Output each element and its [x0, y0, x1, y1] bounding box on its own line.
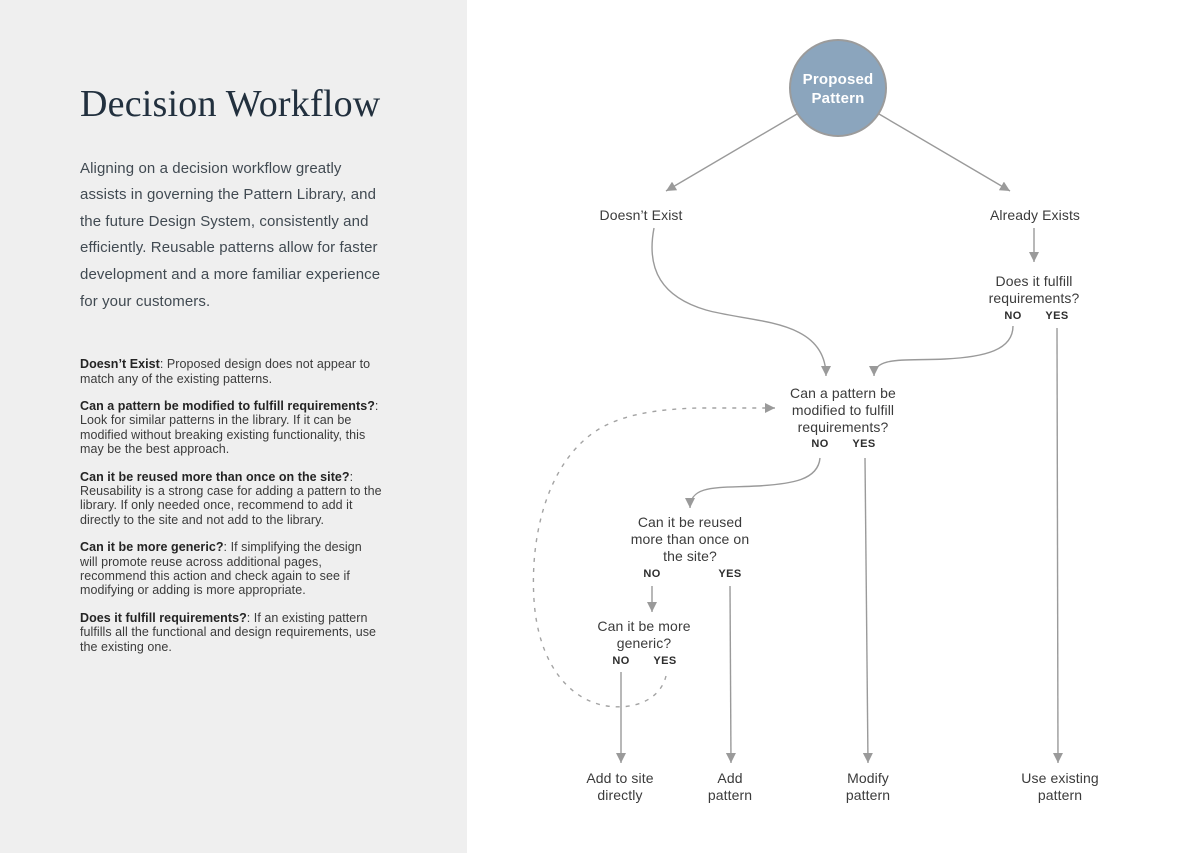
definition-term: Can it be reused more than once on the s…	[80, 469, 350, 484]
edge-root-to-doesnt-exist	[665, 113, 798, 192]
definition-can-be-modified: Can a pattern be modified to fulfill req…	[80, 399, 382, 457]
outcome-use-existing: Use existing pattern	[1021, 770, 1099, 803]
decision-modified-question: Can a pattern be modified to fulfill req…	[790, 385, 896, 435]
already-exists-label: Already Exists	[989, 207, 1081, 223]
edge-root-to-already-exists	[878, 113, 1011, 192]
definition-description: : If simplifying the design will promote…	[80, 540, 362, 598]
edge-fulfill-no-to-modified	[869, 325, 1014, 377]
definition-description: : Proposed design does not appear to mat…	[80, 357, 371, 386]
outcome-add-to-site: Add to site directly	[586, 770, 654, 803]
decision-modified-no: NO	[811, 438, 829, 450]
definition-fulfill-requirements: Does it fulfill requirements?: If an exi…	[80, 611, 382, 654]
definition-can-be-reused: Can it be reused more than once on the s…	[80, 470, 382, 528]
intro-paragraph: Aligning on a decision workflow greatly …	[80, 159, 381, 310]
doesnt-exist-label: Doesn’t Exist	[599, 207, 683, 223]
page-title: Decision Workflow	[80, 83, 381, 125]
definition-doesnt-exist: Doesn’t Exist: Proposed design does not …	[80, 357, 382, 386]
edge-fulfill-yes-to-use-existing	[1052, 327, 1063, 764]
decision-reused-yes: YES	[718, 568, 742, 580]
decision-fulfill-no: NO	[1004, 310, 1022, 322]
decision-generic-yes: YES	[653, 655, 677, 667]
outcome-modify-pattern: Modify pattern	[845, 770, 891, 803]
decision-fulfill-question: Does it fulfill requirements?	[988, 273, 1080, 306]
definitions-list: Doesn’t Exist: Proposed design does not …	[80, 357, 382, 654]
decision-generic-question: Can it be more generic?	[597, 618, 691, 651]
decision-reused-no: NO	[643, 568, 661, 580]
sidebar: Decision Workflow Aligning on a decision…	[0, 0, 467, 853]
decision-fulfill-yes: YES	[1045, 310, 1069, 322]
definition-term: Doesn’t Exist	[80, 357, 160, 372]
decision-reused-question: Can it be reused more than once on the s…	[630, 514, 750, 564]
decision-generic-no: NO	[612, 655, 630, 667]
definition-more-generic: Can it be more generic?: If simplifying …	[80, 540, 382, 598]
definition-term: Can a pattern be modified to fulfill req…	[80, 398, 375, 413]
definition-term: Can it be more generic?	[80, 540, 224, 555]
edge-modified-yes-to-modify-pattern	[862, 457, 873, 764]
edge-doesnt-exist-to-modified	[651, 227, 831, 377]
definition-description: : If an existing pattern fulfills all th…	[80, 610, 377, 654]
edge-reused-yes-to-add-pattern	[725, 585, 736, 764]
definition-term: Does it fulfill requirements?	[80, 610, 247, 625]
definition-description: : Reusability is a strong case for addin…	[80, 469, 382, 527]
proposed-pattern-node	[789, 39, 887, 137]
proposed-pattern-label: Proposed Pattern	[802, 71, 874, 107]
outcome-add-pattern: Add pattern	[707, 770, 753, 803]
definition-description: : Look for similar patterns in the libra…	[80, 398, 379, 457]
decision-modified-yes: YES	[852, 438, 876, 450]
edge-modified-no-to-reused	[685, 457, 821, 509]
